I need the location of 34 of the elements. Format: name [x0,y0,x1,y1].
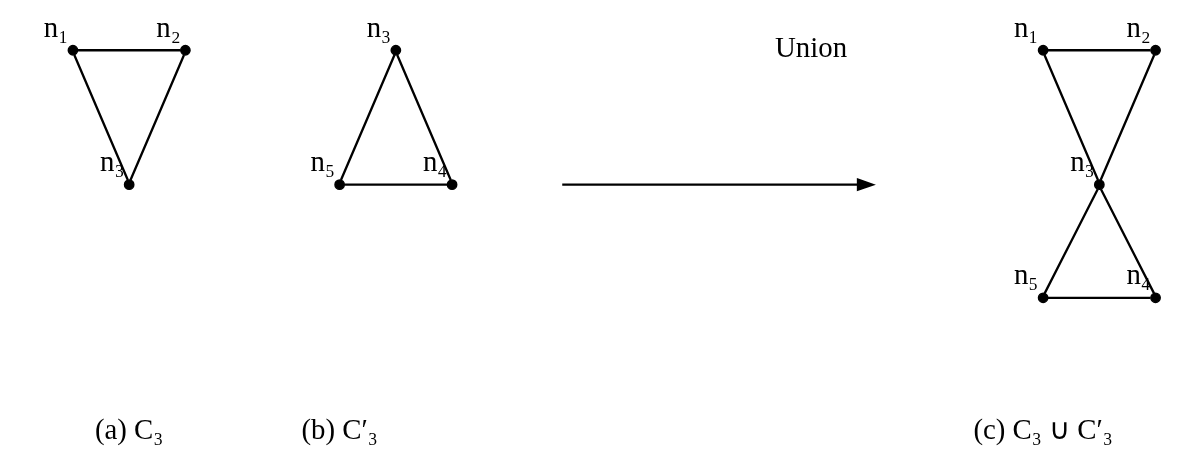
node-circle [1150,44,1161,56]
node-label: n₂ [1126,10,1151,43]
connector [339,54,396,181]
node-circle [334,179,346,191]
label: (b) C′₃ [301,413,378,446]
node-label: n₁ [43,10,69,43]
connector [344,183,448,186]
node-label: n₅ [1013,258,1039,291]
connector [73,54,129,181]
label: (c) C₃ ∪ C′₃ [973,413,1113,446]
node-label: n₁ [1013,10,1039,43]
connector [77,49,181,52]
node-circle [123,179,135,191]
connector [1099,54,1156,181]
label: (a) C₃ [94,413,164,446]
node-circle [180,44,191,56]
node-circle [1037,292,1049,304]
node-circle [390,44,402,56]
node-circle [1093,179,1105,191]
connector [1043,188,1099,294]
node-label: n₂ [156,10,181,43]
connector [1099,188,1156,294]
label: Union [774,31,848,64]
connector [1047,49,1151,52]
node-circle [1037,44,1049,56]
node-label: n₅ [310,145,335,178]
connector [129,54,186,181]
connector [1047,296,1151,299]
connector [1043,54,1100,181]
node-circle [446,179,458,191]
connector [396,54,452,181]
node-circle [1150,292,1161,304]
node-label: n₃ [366,10,392,43]
node-circle [67,44,79,56]
